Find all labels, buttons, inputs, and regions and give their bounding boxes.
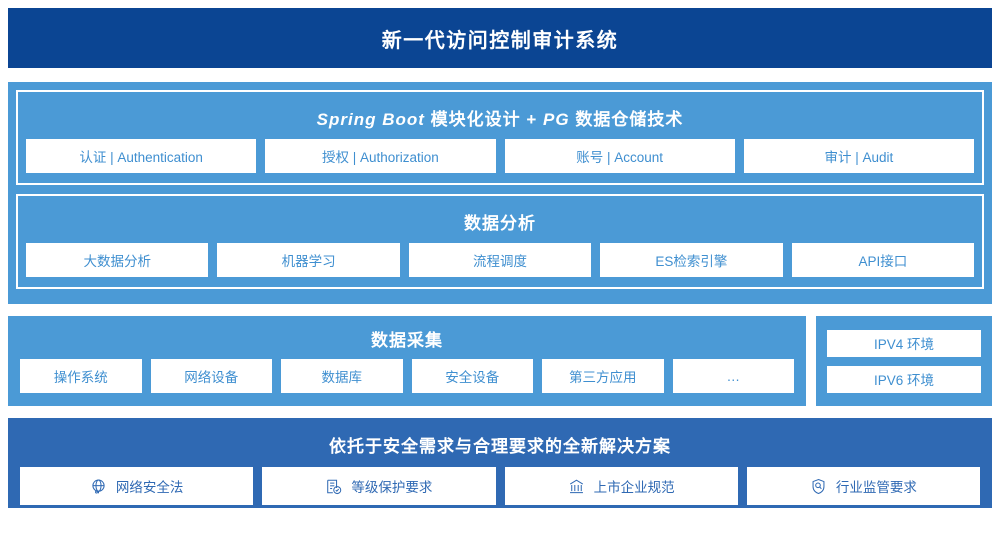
collection-card-more[interactable]: … [672,359,794,393]
platform-layer-panel: Spring Boot 模块化设计 + PG 数据仓储技术 认证 | Authe… [8,82,992,304]
page-title-bar: 新一代访问控制审计系统 [8,8,992,68]
platform-card-row: 认证 | Authentication 授权 | Authorization 账… [26,139,974,173]
platform-title-mid: 模块化设计 + [424,110,544,129]
platform-card-account[interactable]: 账号 | Account [504,139,735,173]
analysis-card-api[interactable]: API接口 [791,243,975,277]
compliance-card-classified-protection[interactable]: 等级保护要求 [262,467,496,505]
collection-card-third-party-app[interactable]: 第三方应用 [542,359,664,393]
platform-inner-box: Spring Boot 模块化设计 + PG 数据仓储技术 认证 | Authe… [16,90,984,185]
compliance-card-label: 上市企业规范 [593,480,675,495]
environment-card-ipv4[interactable]: IPV4 环境 [827,329,981,357]
analysis-card-es-search-engine[interactable]: ES检索引擎 [600,243,783,277]
compliance-card-cybersecurity-law[interactable]: 网络安全法 [20,467,254,505]
shield-search-icon [810,478,827,495]
platform-title: Spring Boot 模块化设计 + PG 数据仓储技术 [26,98,974,139]
compliance-card-label: 等级保护要求 [351,480,433,495]
collection-card-row: 操作系统 网络设备 数据库 安全设备 第三方应用 … [20,359,794,393]
analysis-card-machine-learning[interactable]: 机器学习 [217,243,400,277]
page-title: 新一代访问控制审计系统 [381,29,619,52]
compliance-title: 依托于安全需求与合理要求的全新解决方案 [329,437,671,456]
compliance-card-label: 行业监管要求 [835,480,917,495]
compliance-card-listed-enterprise[interactable]: 上市企业规范 [504,467,738,505]
collection-layer-panel: 数据采集 操作系统 网络设备 数据库 安全设备 第三方应用 … [8,316,806,406]
collection-row: 数据采集 操作系统 网络设备 数据库 安全设备 第三方应用 … IPV4 环境 … [8,316,992,406]
analysis-card-bigdata[interactable]: 大数据分析 [26,243,209,277]
analysis-title: 数据分析 [464,214,536,233]
bank-icon [568,478,585,495]
document-check-icon [325,478,342,495]
compliance-card-industry-regulation[interactable]: 行业监管要求 [746,467,980,505]
environment-panel: IPV4 环境 IPV6 环境 [816,316,992,406]
collection-card-database[interactable]: 数据库 [281,359,403,393]
compliance-card-row: 网络安全法 等级保护要求 [20,467,980,505]
compliance-layer-panel: 依托于安全需求与合理要求的全新解决方案 网络安全法 [8,418,992,508]
collection-card-operating-system[interactable]: 操作系统 [20,359,142,393]
analysis-card-row: 大数据分析 机器学习 流程调度 ES检索引擎 API接口 [26,243,975,277]
platform-card-audit[interactable]: 审计 | Audit [743,139,974,173]
platform-title-spring: Spring Boot [316,110,425,129]
platform-card-authentication[interactable]: 认证 | Authentication [26,139,257,173]
analysis-card-process-scheduling[interactable]: 流程调度 [408,243,592,277]
platform-title-pg: PG [543,110,570,129]
platform-card-authorization[interactable]: 授权 | Authorization [265,139,496,173]
collection-card-network-device[interactable]: 网络设备 [150,359,272,393]
platform-title-tail: 数据仓储技术 [569,110,684,129]
environment-card-ipv6[interactable]: IPV6 环境 [827,365,981,393]
collection-title: 数据采集 [371,331,443,350]
collection-card-security-device[interactable]: 安全设备 [411,359,533,393]
globe-icon [90,478,107,495]
compliance-card-label: 网络安全法 [115,480,184,495]
architecture-diagram: 新一代访问控制审计系统 Spring Boot 模块化设计 + PG 数据仓储技… [0,8,1000,537]
analysis-inner-box: 数据分析 大数据分析 机器学习 流程调度 ES检索引擎 API接口 [16,194,984,289]
